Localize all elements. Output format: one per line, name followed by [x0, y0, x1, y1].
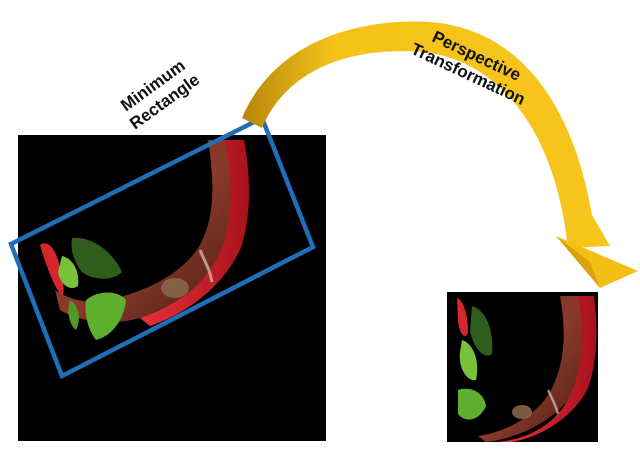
- curved-arrow-icon: [242, 21, 638, 288]
- stem-red-tip: [40, 243, 64, 296]
- stem-highlight: [198, 249, 214, 283]
- leaf-bright-3: [68, 300, 79, 330]
- stem-node: [161, 278, 189, 298]
- rectified-stem-image: [447, 292, 598, 442]
- source-image: [18, 135, 326, 441]
- stem-red-edge: [140, 140, 249, 326]
- target-stem-body: [478, 296, 588, 442]
- leaf-bright-2: [85, 292, 126, 340]
- target-stem-node: [512, 405, 532, 419]
- arrow-head: [556, 236, 638, 288]
- target-stem-highlight: [546, 389, 560, 415]
- minimum-bounding-rectangle: [8, 114, 316, 380]
- target-stem-red-edge: [496, 296, 597, 442]
- arrow-head-shade: [556, 236, 600, 288]
- leaf-dark: [71, 237, 122, 279]
- stem-body: [55, 140, 247, 323]
- leaf-bright-1: [58, 256, 79, 289]
- minimum-rectangle-label: Minimum Rectangle: [117, 56, 203, 133]
- arrow-band: [242, 21, 610, 248]
- target-leaf-bright-2: [458, 388, 486, 420]
- target-leaf-dark: [470, 306, 493, 356]
- target-leaf-bright-1: [459, 340, 478, 381]
- target-stem-red-tip: [457, 298, 468, 337]
